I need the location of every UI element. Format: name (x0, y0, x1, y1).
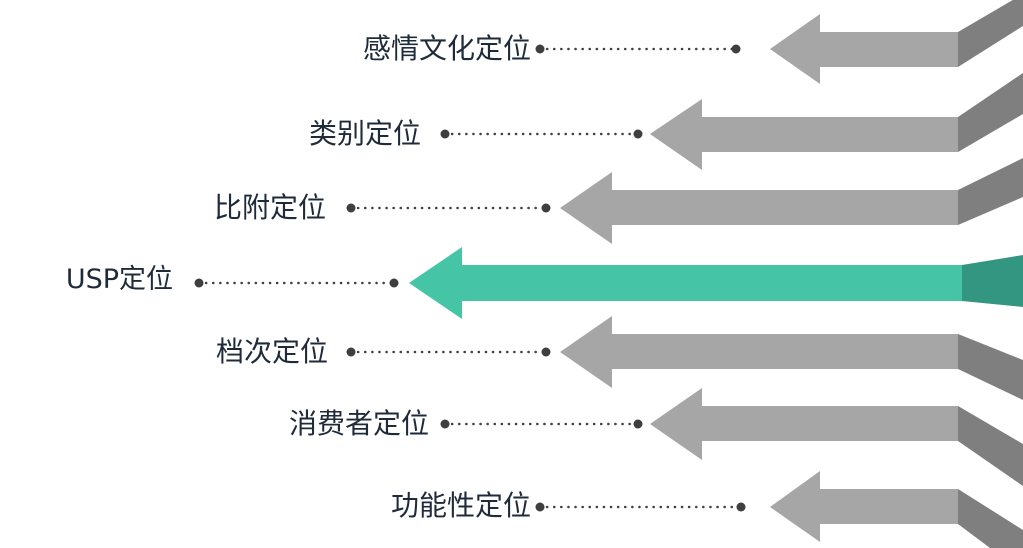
leader-dot-end-3 (389, 278, 399, 288)
leader-dot-end-5 (633, 419, 643, 429)
leader-dot-end-1 (633, 129, 643, 139)
label-category-positioning: 类别定位 (308, 117, 421, 150)
label-functional-positioning: 功能性定位 (390, 489, 531, 522)
label-consumer-positioning: 消费者定位 (288, 407, 429, 440)
leader-dot-end-4 (541, 347, 551, 357)
arrow-4-fold (958, 334, 1023, 400)
label-emotional-culture-positioning: 感情文化定位 (362, 32, 531, 65)
leader-dot-start-3 (194, 278, 204, 288)
arrow-2 (560, 172, 958, 244)
arrow-1-fold (958, 73, 1023, 152)
arrow-6-fold (958, 489, 1023, 548)
leader-dot-end-2 (541, 203, 551, 213)
arrow-5-fold (958, 406, 1023, 486)
arrow-0 (770, 14, 958, 84)
positioning-row-6 (535, 471, 1023, 548)
arrow-4 (560, 316, 958, 388)
positioning-row-5 (440, 388, 1023, 486)
leader-dot-end-0 (731, 44, 741, 54)
arrow-5 (650, 388, 958, 460)
positioning-row-3 (194, 247, 1023, 319)
arrow-6 (770, 471, 958, 542)
arrow-1 (650, 99, 958, 170)
positioning-row-4 (346, 316, 1023, 400)
arrow-2-fold (958, 158, 1023, 225)
label-usp-positioning: USP定位 (65, 264, 173, 295)
leader-dot-start-5 (440, 419, 450, 429)
leader-dot-start-4 (346, 347, 356, 357)
positioning-row-2 (346, 158, 1023, 244)
leader-dot-start-1 (440, 129, 450, 139)
leader-dot-start-0 (535, 44, 545, 54)
leader-dot-end-6 (736, 502, 746, 512)
positioning-row-1 (440, 73, 1023, 170)
leader-dot-start-6 (535, 502, 545, 512)
arrow-3-fold (962, 255, 1023, 307)
arrow-0-fold (958, 0, 1023, 67)
label-comparison-positioning: 比附定位 (213, 191, 326, 224)
arrow-3 (409, 247, 962, 319)
positioning-row-0 (535, 0, 1023, 84)
leader-dot-start-2 (346, 203, 356, 213)
label-grade-positioning: 档次定位 (215, 335, 328, 368)
